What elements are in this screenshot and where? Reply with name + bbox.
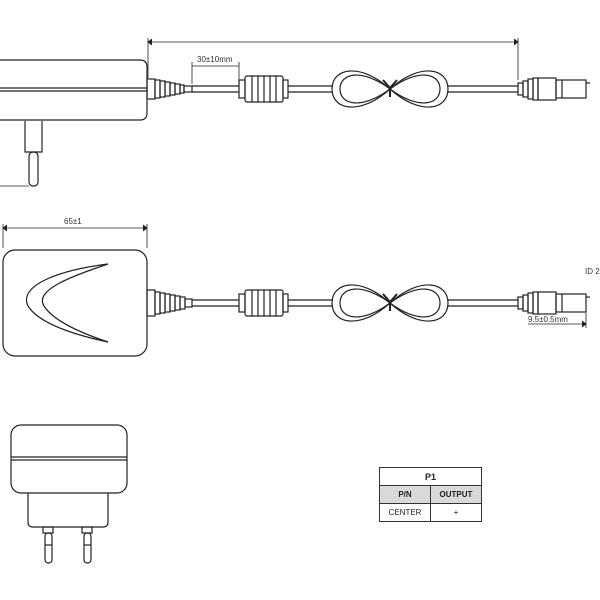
plug-length-dimension-label: 9.5±0.5mm	[528, 315, 568, 324]
front-view-strain-relief	[146, 289, 193, 317]
top-view-plug-prong	[0, 121, 43, 187]
front-view-dc-plug	[517, 291, 590, 315]
top-view-cable-coil	[331, 70, 449, 108]
id-label: ID 2	[585, 267, 600, 276]
table-header-output: OUTPUT	[430, 485, 482, 504]
table-header-pn: P/N	[379, 485, 431, 504]
side-view-plug-base	[27, 493, 109, 528]
top-view-length-dimension	[147, 38, 519, 80]
front-view-plug-dimension	[528, 313, 587, 328]
strain-relief-dimension-label: 30±10mm	[197, 55, 233, 64]
front-view-ferrite-core	[238, 289, 289, 317]
table-title-row: P1	[379, 467, 482, 486]
body-width-dimension-label: 65±1	[64, 217, 82, 226]
top-view-adapter-body	[0, 59, 148, 121]
table-row: CENTER +	[379, 503, 482, 522]
side-view-adapter-body	[10, 424, 128, 494]
top-view-strain-relief	[146, 78, 193, 100]
top-view-dc-plug	[517, 77, 590, 101]
side-view-plug-prongs	[42, 526, 93, 564]
front-view-adapter-body	[2, 249, 148, 357]
front-view-width-dimension	[2, 224, 148, 248]
front-view-cable-coil	[331, 284, 449, 322]
table-cell-output: +	[430, 503, 482, 522]
table-title: P1	[379, 467, 482, 486]
table-header-row: P/N OUTPUT	[379, 485, 482, 504]
top-view-ferrite-core	[238, 75, 289, 103]
top-view-strain-relief-dimension	[191, 62, 240, 84]
table-cell-pn: CENTER	[379, 503, 431, 522]
pin-output-table: P1 P/N OUTPUT CENTER +	[379, 467, 482, 522]
